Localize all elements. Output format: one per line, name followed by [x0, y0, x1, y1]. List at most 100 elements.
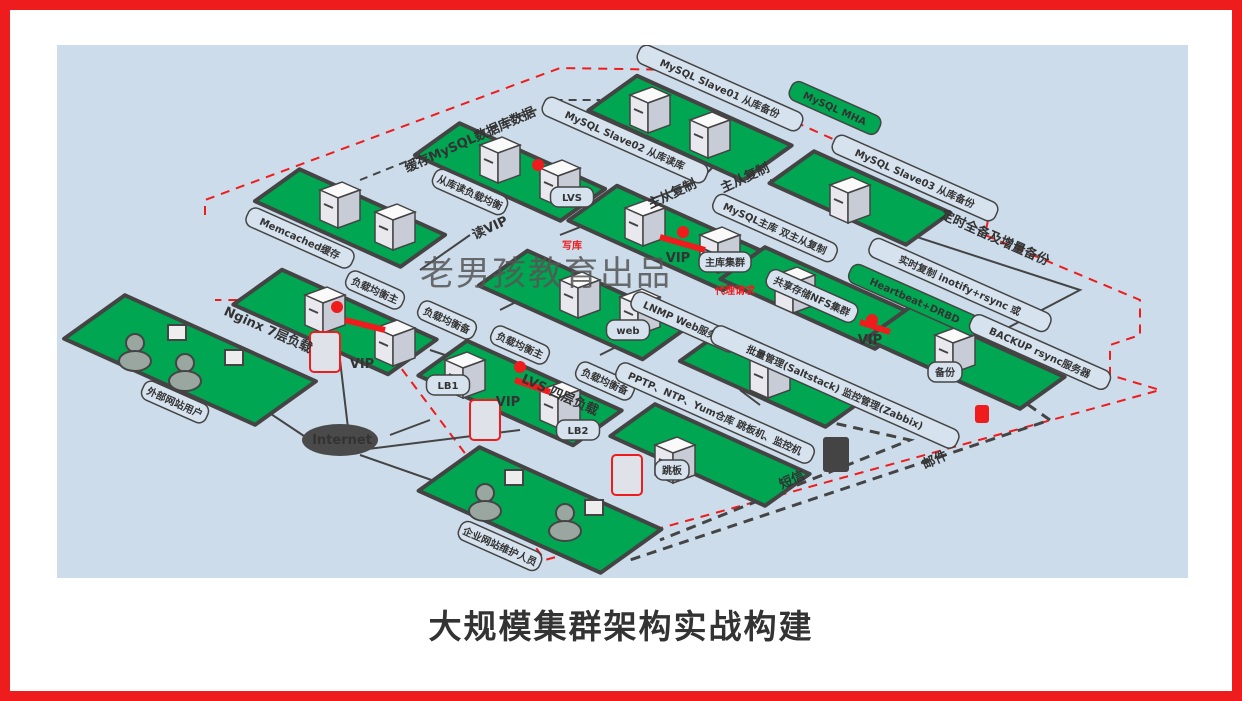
firewall-icon — [611, 454, 643, 496]
label-read-lb-bg — [431, 168, 509, 216]
server-slot — [323, 203, 334, 209]
server-slot — [623, 310, 634, 316]
label-read-vip: 读VIP — [470, 213, 511, 243]
platform-jump-server — [608, 402, 812, 508]
label-backup-server-bg — [968, 313, 1112, 391]
label-external-users-bg — [140, 380, 210, 424]
label-vip2-text: VIP — [496, 395, 520, 410]
server-slot — [753, 373, 764, 379]
label-vip: VIP — [350, 357, 374, 372]
server-slot — [543, 403, 554, 409]
label-nfs-bg — [765, 268, 859, 324]
label-lb1: LB1 — [425, 374, 471, 396]
mailbox-icon — [975, 405, 989, 423]
label-mha-bg — [788, 80, 882, 136]
person-icon — [555, 503, 575, 523]
label-web: web — [605, 319, 651, 341]
server-icon — [687, 111, 733, 160]
label-lvs: LVS — [549, 186, 595, 208]
label-lb2: LB2 — [555, 419, 601, 441]
heartbeat-link — [659, 234, 706, 253]
label-slave01-bg — [636, 45, 804, 132]
label-lvs-master-bg — [489, 325, 551, 365]
monitor-icon — [167, 324, 187, 341]
internet-cloud-icon — [302, 424, 378, 456]
label-vip3: VIP — [666, 251, 690, 266]
person-body-icon — [548, 520, 582, 542]
heartbeat-icon — [532, 159, 544, 171]
person-icon — [475, 483, 495, 503]
heartbeat-icon — [331, 301, 343, 313]
server-icon — [622, 199, 668, 248]
label-maintainers-bg — [457, 520, 543, 572]
server-icon — [477, 136, 523, 185]
label-read-vip-text: 读VIP — [470, 213, 511, 243]
server-slot — [563, 293, 574, 299]
server-slot — [308, 308, 319, 314]
label-vip4-text: VIP — [858, 333, 882, 348]
label-master-badge-bg — [698, 251, 752, 273]
server-side — [392, 326, 416, 368]
monitor-icon — [584, 499, 604, 516]
label-jump-desc-bg — [614, 362, 816, 464]
label-backup-badge: 备份 — [927, 361, 963, 383]
watermark: 老男孩教育出品 — [420, 254, 672, 294]
label-lvs-text: LVS — [562, 193, 582, 204]
label-lvs-bg — [549, 186, 595, 208]
monitor-flow-line — [659, 418, 916, 542]
server-slot — [483, 158, 494, 164]
label-web-text: web — [616, 326, 639, 337]
label-jump-badge-bg — [654, 459, 690, 481]
connector-line — [389, 419, 431, 436]
label-slave02-bg — [541, 96, 709, 184]
server-side — [392, 210, 416, 252]
server-side — [337, 188, 361, 230]
connector-line — [419, 234, 471, 271]
label-backup-badge-text: 备份 — [934, 366, 956, 379]
label-jump-badge-text: 跳板 — [662, 464, 683, 477]
heartbeat-icon — [866, 314, 878, 326]
person-icon — [125, 333, 145, 353]
server-slot — [633, 108, 644, 114]
server-slot — [378, 341, 389, 347]
server-icon — [372, 319, 418, 368]
server-slot — [938, 348, 949, 354]
heartbeat-link — [344, 317, 386, 333]
label-lb2-bg — [555, 419, 601, 441]
server-slot — [628, 221, 639, 227]
label-lb2-text: LB2 — [568, 426, 589, 437]
server-icon — [627, 86, 673, 135]
label-mha: MySQL MHA — [788, 80, 882, 136]
label-internet-text: Internet — [312, 433, 372, 448]
platform-maintainers — [416, 445, 664, 575]
label-jump-badge: 跳板 — [654, 459, 690, 481]
label-realtime-sync-bg — [868, 237, 1052, 333]
server-slot — [543, 181, 554, 187]
connector-line — [739, 389, 761, 406]
server-icon — [372, 203, 418, 252]
server-side — [707, 118, 731, 160]
label-backup-badge-bg — [927, 361, 963, 383]
server-icon — [827, 176, 873, 225]
label-vip2: VIP — [496, 395, 520, 410]
label-replication1: 主从复制 — [645, 176, 699, 212]
phone-icon — [823, 437, 849, 472]
firewall-icon — [309, 331, 341, 373]
label-master-badge-text: 主库集群 — [705, 256, 745, 269]
label-saltstack-bg — [710, 325, 960, 449]
label-lb-backup-bg — [416, 300, 478, 340]
connector-line — [879, 224, 1083, 346]
label-master-desc-bg — [711, 193, 839, 263]
server-slot — [833, 198, 844, 204]
label-vip4: VIP — [858, 333, 882, 348]
heartbeat-icon — [677, 226, 689, 238]
server-side — [847, 183, 871, 225]
firewall-icon — [469, 399, 501, 441]
label-lb-master-bg — [344, 270, 406, 310]
person-body-icon — [168, 370, 202, 392]
server-side — [577, 278, 601, 320]
label-vip3-text: VIP — [666, 251, 690, 266]
label-replication1-text: 主从复制 — [645, 176, 699, 212]
